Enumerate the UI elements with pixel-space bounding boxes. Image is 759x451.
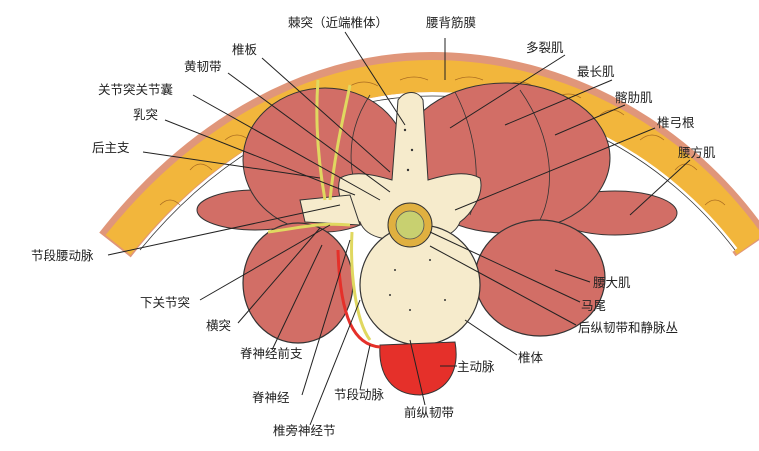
aorta bbox=[379, 341, 457, 396]
label-ligamentum-flavum: 黄韧带 bbox=[184, 59, 222, 74]
label-anterior-longitudinal-ligament: 前纵韧带 bbox=[404, 405, 455, 420]
label-multifidus: 多裂肌 bbox=[526, 40, 564, 55]
label-segmental-artery: 节段动脉 bbox=[334, 387, 385, 402]
label-dorsal-ramus: 后主支 bbox=[92, 140, 130, 155]
label-aorta: 主动脉 bbox=[457, 359, 495, 374]
label-cauda-equina: 马尾 bbox=[581, 298, 607, 313]
label-paravertebral-ganglion: 椎旁神经节 bbox=[273, 423, 336, 438]
leader-lines bbox=[107, 31, 691, 426]
transverse-process bbox=[299, 194, 361, 226]
label-pedicle: 椎弓根 bbox=[657, 115, 695, 130]
label-segmental-lumbar-artery: 节段腰动脉 bbox=[31, 248, 94, 263]
psoas-right bbox=[474, 219, 606, 337]
label-facet-capsule: 关节突关节囊 bbox=[98, 82, 174, 97]
label-posterior-longitudinal-ligament: 后纵韧带和静脉丛 bbox=[578, 320, 679, 335]
label-inferior-articular-process: 下关节突 bbox=[140, 295, 191, 310]
label-quadratus-lumborum: 腰方肌 bbox=[678, 145, 716, 160]
label-lamina: 椎板 bbox=[232, 42, 258, 57]
label-spinous-process: 棘突（近端椎体） bbox=[288, 15, 389, 30]
label-spinal-nerve: 脊神经 bbox=[252, 390, 290, 405]
label-psoas-major: 腰大肌 bbox=[593, 275, 631, 290]
label-thoracolumbar-fascia: 腰背筋膜 bbox=[426, 15, 477, 30]
nerves bbox=[267, 79, 372, 341]
label-mammillary-process: 乳突 bbox=[133, 107, 159, 122]
label-transverse-process: 横突 bbox=[206, 318, 232, 333]
label-iliocostalis: 髂肋肌 bbox=[615, 90, 653, 105]
cauda-equina-bundle bbox=[395, 210, 425, 240]
subcutaneous-fat bbox=[105, 59, 759, 256]
label-vertebral-body: 椎体 bbox=[518, 350, 544, 365]
label-longissimus: 最长肌 bbox=[577, 64, 615, 79]
label-ventral-ramus: 脊神经前支 bbox=[240, 346, 303, 361]
bone-texture bbox=[389, 128, 446, 311]
